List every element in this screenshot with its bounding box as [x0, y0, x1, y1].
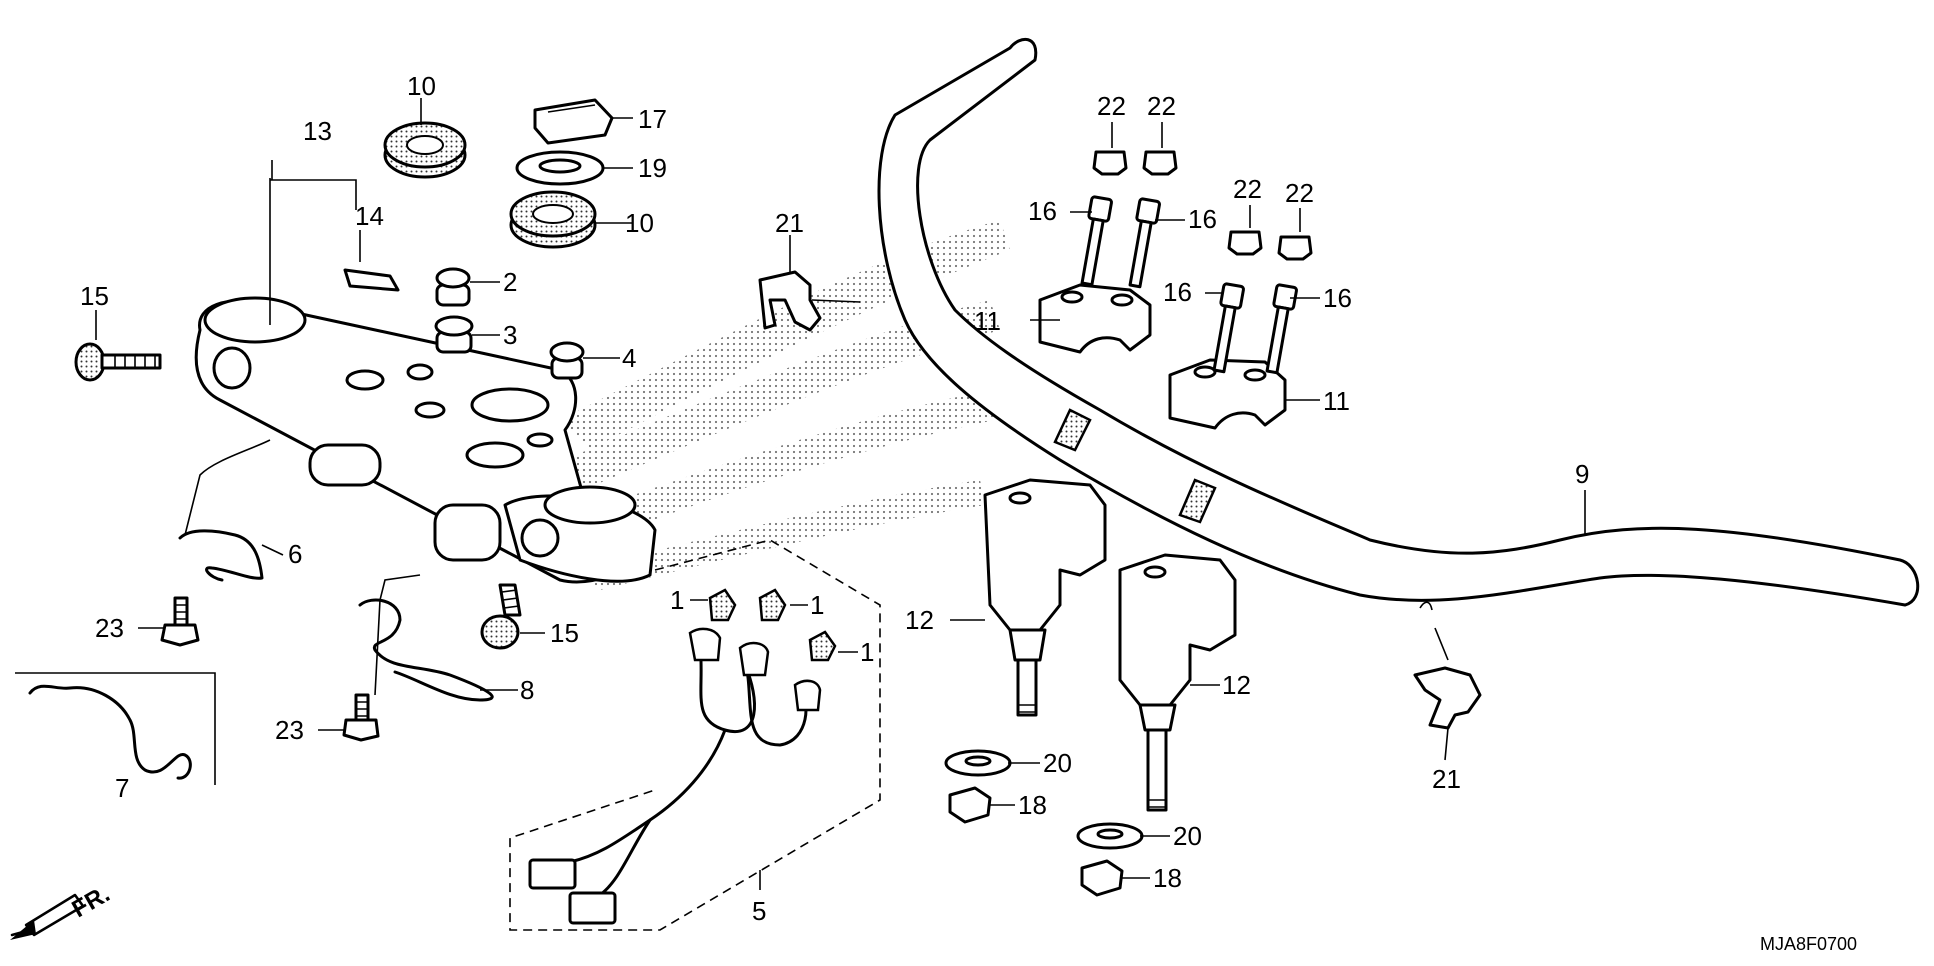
callout-4: 4 — [622, 343, 636, 373]
part-11-holder-lower — [1168, 358, 1287, 430]
front-direction-arrow: FR. — [10, 880, 114, 940]
part-17-nut — [533, 98, 614, 145]
direction-label: FR. — [68, 880, 115, 923]
part-23-bolt-right — [342, 693, 380, 742]
part-2-plug — [435, 267, 471, 307]
callout-11: 11 — [974, 306, 1001, 336]
callout-18: 18 — [1018, 790, 1047, 820]
part-23-bolt-left — [160, 596, 200, 647]
callout-12: 12 — [905, 605, 934, 635]
callout-10: 10 — [625, 208, 654, 238]
part-10-lower-seal — [509, 190, 597, 249]
callout-1: 1 — [860, 637, 874, 667]
part-3-plug — [434, 315, 474, 354]
part-20-washer-right — [1076, 822, 1144, 850]
part-5-boundary — [509, 539, 881, 931]
callout-2: 2 — [503, 267, 517, 297]
diagram-code: MJA8F0700 — [1760, 934, 1857, 954]
callout-22: 22 — [1097, 91, 1126, 121]
part-16-bolts — [1080, 195, 1298, 375]
part-9-handlebar — [877, 37, 1920, 611]
part-12-riser-right — [1118, 553, 1237, 812]
callout-1: 1 — [670, 585, 684, 615]
callout-21: 21 — [775, 208, 804, 238]
callout-14: 14 — [355, 201, 384, 231]
part-5-wire-harness — [528, 588, 837, 925]
callout-23: 23 — [275, 715, 304, 745]
callout-15: 15 — [550, 618, 579, 648]
part-6-clip — [178, 529, 264, 582]
part-22-caps — [1092, 150, 1313, 261]
callout-20: 20 — [1043, 748, 1072, 778]
callout-19: 19 — [638, 153, 667, 183]
part-11-holder-upper — [1038, 283, 1152, 354]
part-18-nut-left — [948, 786, 992, 824]
callout-16: 16 — [1323, 283, 1352, 313]
callout-21: 21 — [1432, 764, 1461, 794]
callout-22: 22 — [1285, 178, 1314, 208]
callout-16: 16 — [1028, 196, 1057, 226]
callout-15: 15 — [80, 281, 109, 311]
callout-20: 20 — [1173, 821, 1202, 851]
callout-1: 1 — [810, 590, 824, 620]
part-14-plate — [343, 268, 400, 292]
part-21-clip-upper — [758, 270, 822, 332]
callout-16: 16 — [1188, 204, 1217, 234]
callout-11: 11 — [1323, 386, 1350, 416]
inset-part-7 — [15, 672, 216, 785]
part-10-upper-seal — [383, 121, 467, 179]
callout-23: 23 — [95, 613, 124, 643]
callout-labels: 10 17 19 10 13 14 2 3 4 15 6 23 23 8 15 … — [80, 71, 1589, 926]
callout-22: 22 — [1147, 91, 1176, 121]
callout-6: 6 — [288, 539, 302, 569]
part-8-clip — [358, 598, 494, 702]
part-4-plug — [549, 341, 585, 380]
callout-10: 10 — [407, 71, 436, 101]
part-18-nut-right — [1080, 859, 1124, 897]
part-12-riser-left — [983, 478, 1107, 717]
part-15-bolt-lower — [480, 583, 522, 650]
callout-9: 9 — [1575, 459, 1589, 489]
callout-12: 12 — [1222, 670, 1251, 700]
callout-5: 5 — [752, 896, 766, 926]
callout-8: 8 — [520, 675, 534, 705]
callout-22: 22 — [1233, 174, 1262, 204]
leader-lines — [95, 98, 1586, 890]
part-20-washer-left — [944, 749, 1012, 777]
part-15-bolt-left — [74, 342, 162, 382]
callout-13: 13 — [303, 116, 332, 146]
callout-3: 3 — [503, 320, 517, 350]
top-bridge — [194, 296, 657, 584]
callout-18: 18 — [1153, 863, 1182, 893]
part-21-clip-lower — [1413, 666, 1482, 730]
callout-17: 17 — [638, 104, 667, 134]
callout-7: 7 — [115, 773, 129, 803]
part-19-washer — [515, 150, 605, 186]
callout-16: 16 — [1163, 277, 1192, 307]
